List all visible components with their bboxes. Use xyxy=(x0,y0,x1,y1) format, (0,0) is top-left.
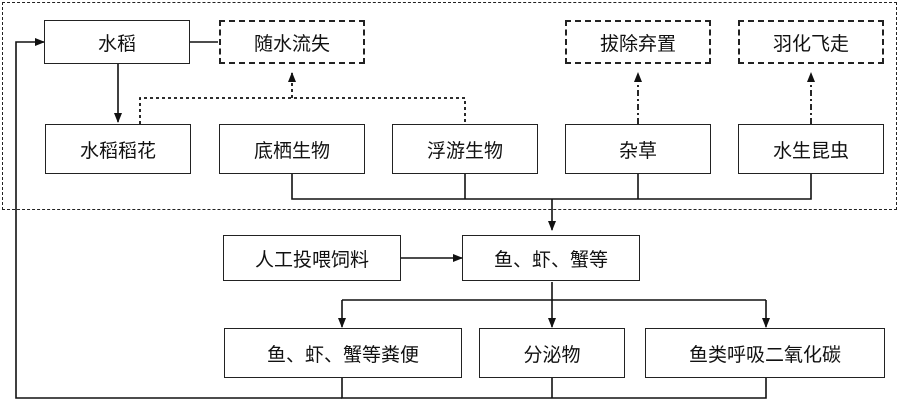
node-weeds: 杂草 xyxy=(565,124,711,174)
node-rice-flower: 水稻稻花 xyxy=(45,124,191,174)
dotted-to-lost-water xyxy=(139,97,466,124)
node-feces: 鱼、虾、蟹等粪便 xyxy=(224,328,462,378)
node-lost-with-water: 随水流失 xyxy=(219,20,365,64)
node-benthic-organisms: 底栖生物 xyxy=(219,124,365,174)
node-emergence-fly-away: 羽化飞走 xyxy=(738,20,884,64)
node-aquatic-insects: 水生昆虫 xyxy=(738,124,884,174)
paddy-field-region xyxy=(2,2,897,210)
node-rice: 水稻 xyxy=(44,20,190,64)
node-artificial-feed: 人工投喂饲料 xyxy=(223,235,401,281)
line-outputs-bottom xyxy=(341,378,767,399)
node-fish-shrimp-crab: 鱼、虾、蟹等 xyxy=(462,235,640,281)
node-fish-respiration-co2: 鱼类呼吸二氧化碳 xyxy=(645,328,885,378)
node-plankton: 浮游生物 xyxy=(392,124,538,174)
node-secretions: 分泌物 xyxy=(479,328,625,378)
arrow-feedback-to-rice xyxy=(15,38,342,399)
node-pulled-discarded: 拔除弃置 xyxy=(565,20,711,64)
line-food-organisms-bracket xyxy=(291,174,812,200)
